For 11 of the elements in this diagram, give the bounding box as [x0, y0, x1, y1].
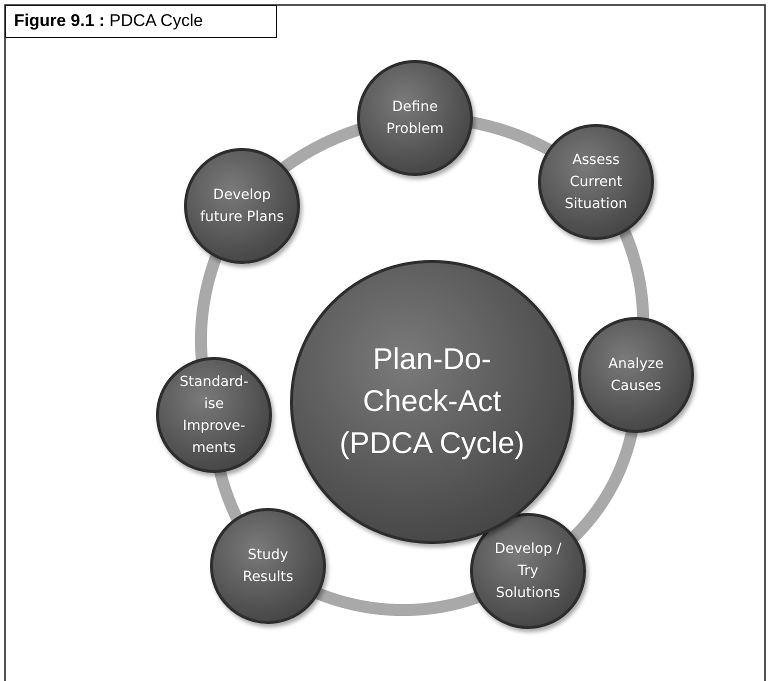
step-label: Study Results — [242, 546, 294, 587]
step-circle — [578, 317, 694, 433]
step-label: Develop / Try Solutions — [494, 540, 562, 603]
step-label: Assess Current Situation — [564, 151, 628, 214]
center-label: Plan-Do-Check-Act — [362, 342, 502, 420]
figure-title: Figure 9.1 : PDCA Cycle — [5, 5, 277, 38]
step-label: Develop future Plans — [199, 186, 285, 227]
step-label: Analyze Causes — [607, 355, 665, 396]
step-label: Standard- ise Improve- ments — [178, 373, 250, 458]
step-label: Define Problem — [385, 98, 445, 139]
center-label: (PDCA Cycle) — [338, 426, 526, 462]
